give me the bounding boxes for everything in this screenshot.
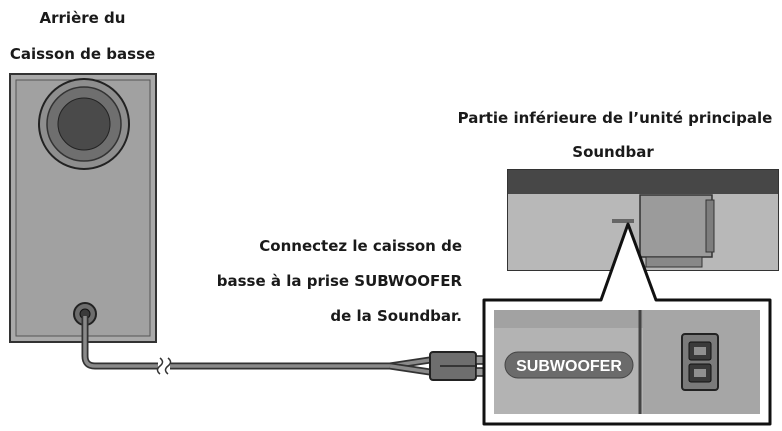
soundbar-bottom-label: Partie inférieure de l’unité principale [457, 109, 773, 127]
speaker-driver-cone [57, 97, 111, 151]
port-label-text: SUBWOOFER [516, 358, 622, 375]
zoom-callout: SUBWOOFER [482, 222, 772, 426]
subwoofer-back-label: Arrière du [39, 9, 126, 27]
subwoofer-unit [9, 73, 157, 343]
soundbar-port-cover [639, 194, 713, 258]
subwoofer-title-label: Caisson de basse [9, 45, 156, 63]
soundbar-port-marker [612, 219, 634, 223]
instruction-line-2: basse à la prise SUBWOOFER [216, 272, 462, 290]
port-label-badge [504, 351, 634, 379]
subwoofer-cable [81, 316, 499, 381]
soundbar-title-label: Soundbar [572, 143, 654, 161]
soundbar-unit [507, 169, 779, 271]
instruction-line-1: Connectez le caisson de [259, 237, 462, 255]
instruction-line-3: de la Soundbar. [330, 307, 462, 325]
